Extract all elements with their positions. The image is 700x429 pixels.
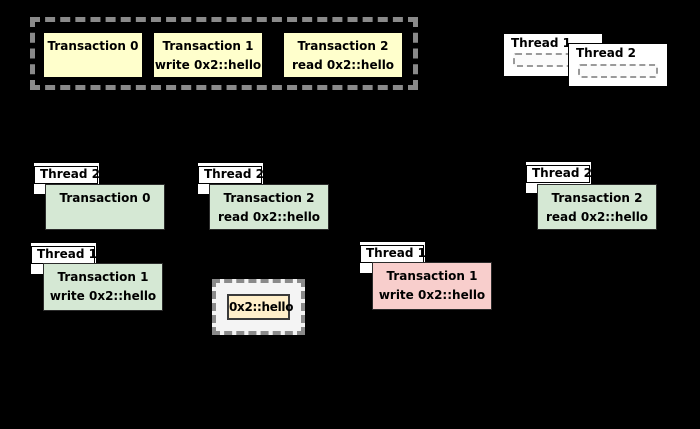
- thread-tab: Thread 1: [360, 245, 426, 263]
- thread-label: Thread 2: [576, 46, 636, 60]
- thread-tab: Thread 2: [526, 165, 592, 183]
- executed-transaction-box: Transaction 2 read 0x2::hello: [209, 184, 329, 230]
- transaction-op: read 0x2::hello: [217, 210, 321, 224]
- thread-2-empty-slot: [578, 64, 658, 78]
- transaction-title: Transaction 1: [57, 270, 149, 284]
- transaction-op: write 0x2::hello: [378, 288, 486, 302]
- thread-2-card: Thread 2: [568, 43, 668, 87]
- executed-transaction-box: Transaction 0: [45, 184, 165, 230]
- conflict-transaction-box: Transaction 1 write 0x2::hello: [372, 262, 492, 310]
- transaction-op: read 0x2::hello: [545, 210, 649, 224]
- transaction-op: write 0x2::hello: [49, 289, 157, 303]
- pending-transaction-card-0: Transaction 0: [43, 32, 143, 78]
- transaction-title: Transaction 2: [551, 191, 643, 205]
- pending-transactions-container: Transaction 0 Transaction 1 write 0x2::h…: [30, 17, 418, 90]
- thread-label: Thread 1: [511, 36, 571, 50]
- transaction-title: Transaction 1: [162, 39, 254, 53]
- transaction-title: Transaction 2: [223, 191, 315, 205]
- transaction-title: Transaction 2: [297, 39, 389, 53]
- thread-tab: Thread 2: [198, 166, 264, 184]
- thread-tab: Thread 1: [31, 246, 97, 264]
- object-value-box: 0x2::hello: [227, 294, 294, 320]
- executed-transaction-box: Transaction 1 write 0x2::hello: [43, 263, 163, 311]
- thread-tab: Thread 2: [34, 166, 100, 184]
- transaction-op: read 0x2::hello: [291, 58, 395, 72]
- object-store-container: 0x2::hello: [212, 279, 305, 335]
- pending-transaction-card-1: Transaction 1 write 0x2::hello: [153, 32, 263, 78]
- transaction-title: Transaction 0: [47, 39, 139, 53]
- executed-transaction-box: Transaction 2 read 0x2::hello: [537, 184, 657, 230]
- transaction-title: Transaction 0: [59, 191, 151, 205]
- transaction-op: write 0x2::hello: [154, 58, 262, 72]
- pending-transaction-card-2: Transaction 2 read 0x2::hello: [283, 32, 403, 78]
- transaction-title: Transaction 1: [386, 269, 478, 283]
